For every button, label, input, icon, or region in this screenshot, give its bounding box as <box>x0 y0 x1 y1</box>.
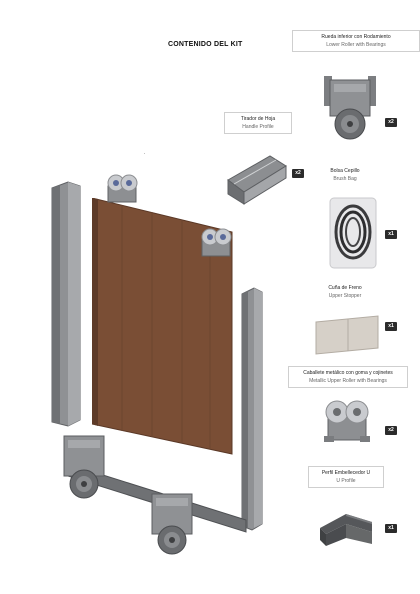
upper-roller-left-2 <box>201 228 232 257</box>
brush-bag-image <box>329 197 377 269</box>
qty-badge-handle-profile: x2 <box>292 169 304 178</box>
qty-badge-lower-roller: x2 <box>385 118 397 127</box>
u-profile-image <box>320 514 372 546</box>
handle-profile-image <box>227 155 287 205</box>
qty-badge-u-profile: x1 <box>385 524 397 533</box>
label-lower-roller: Rueda inferior con Rodamiento Lower Roll… <box>292 30 420 52</box>
upper-roller-image <box>324 400 370 442</box>
label-brush-bag: Bolsa Cepillo Brush Bag <box>315 167 375 183</box>
label-handle-profile: Tirador de Hoja Handle Profile <box>224 112 292 134</box>
label-upper-roller-es: Caballete metálico con goma y cojinetes <box>303 370 393 376</box>
label-handle-profile-en: Handle Profile <box>242 124 274 130</box>
label-u-profile-es: Perfil Embellecedor U <box>321 470 371 476</box>
qty-badge-upper-stopper: x1 <box>385 322 397 331</box>
right-vertical-profile <box>241 287 263 531</box>
qty-badge-upper-roller: x2 <box>385 426 397 435</box>
label-lower-roller-en: Lower Roller with Bearings <box>326 42 386 48</box>
page-title: CONTENIDO DEL KIT <box>168 41 243 48</box>
label-upper-stopper-en: Upper Stopper <box>328 293 362 299</box>
label-upper-stopper-es: Cuña de Freno <box>328 285 362 291</box>
upper-stopper-image <box>315 315 379 355</box>
label-upper-roller: Caballete metálico con goma y cojinetes … <box>288 366 408 388</box>
label-brush-bag-en: Brush Bag <box>333 176 357 182</box>
stray-dot: . <box>144 150 146 156</box>
label-lower-roller-es: Rueda inferior con Rodamiento <box>321 34 391 40</box>
left-vertical-profile <box>51 181 81 427</box>
lower-roller-image <box>324 76 376 140</box>
upper-roller-left-1 <box>107 174 138 203</box>
qty-badge-brush-bag: x1 <box>385 230 397 239</box>
label-u-profile: Perfil Embellecedor U U Profile <box>308 466 384 488</box>
door-panel <box>92 198 233 455</box>
bottom-rail-assembly <box>63 435 247 555</box>
label-handle-profile-es: Tirador de Hoja <box>240 116 276 122</box>
label-brush-bag-es: Bolsa Cepillo <box>330 168 360 174</box>
label-u-profile-en: U Profile <box>336 478 356 484</box>
label-upper-roller-en: Metallic Upper Roller with Bearings <box>309 378 387 384</box>
label-upper-stopper: Cuña de Freno Upper Stopper <box>310 284 380 300</box>
